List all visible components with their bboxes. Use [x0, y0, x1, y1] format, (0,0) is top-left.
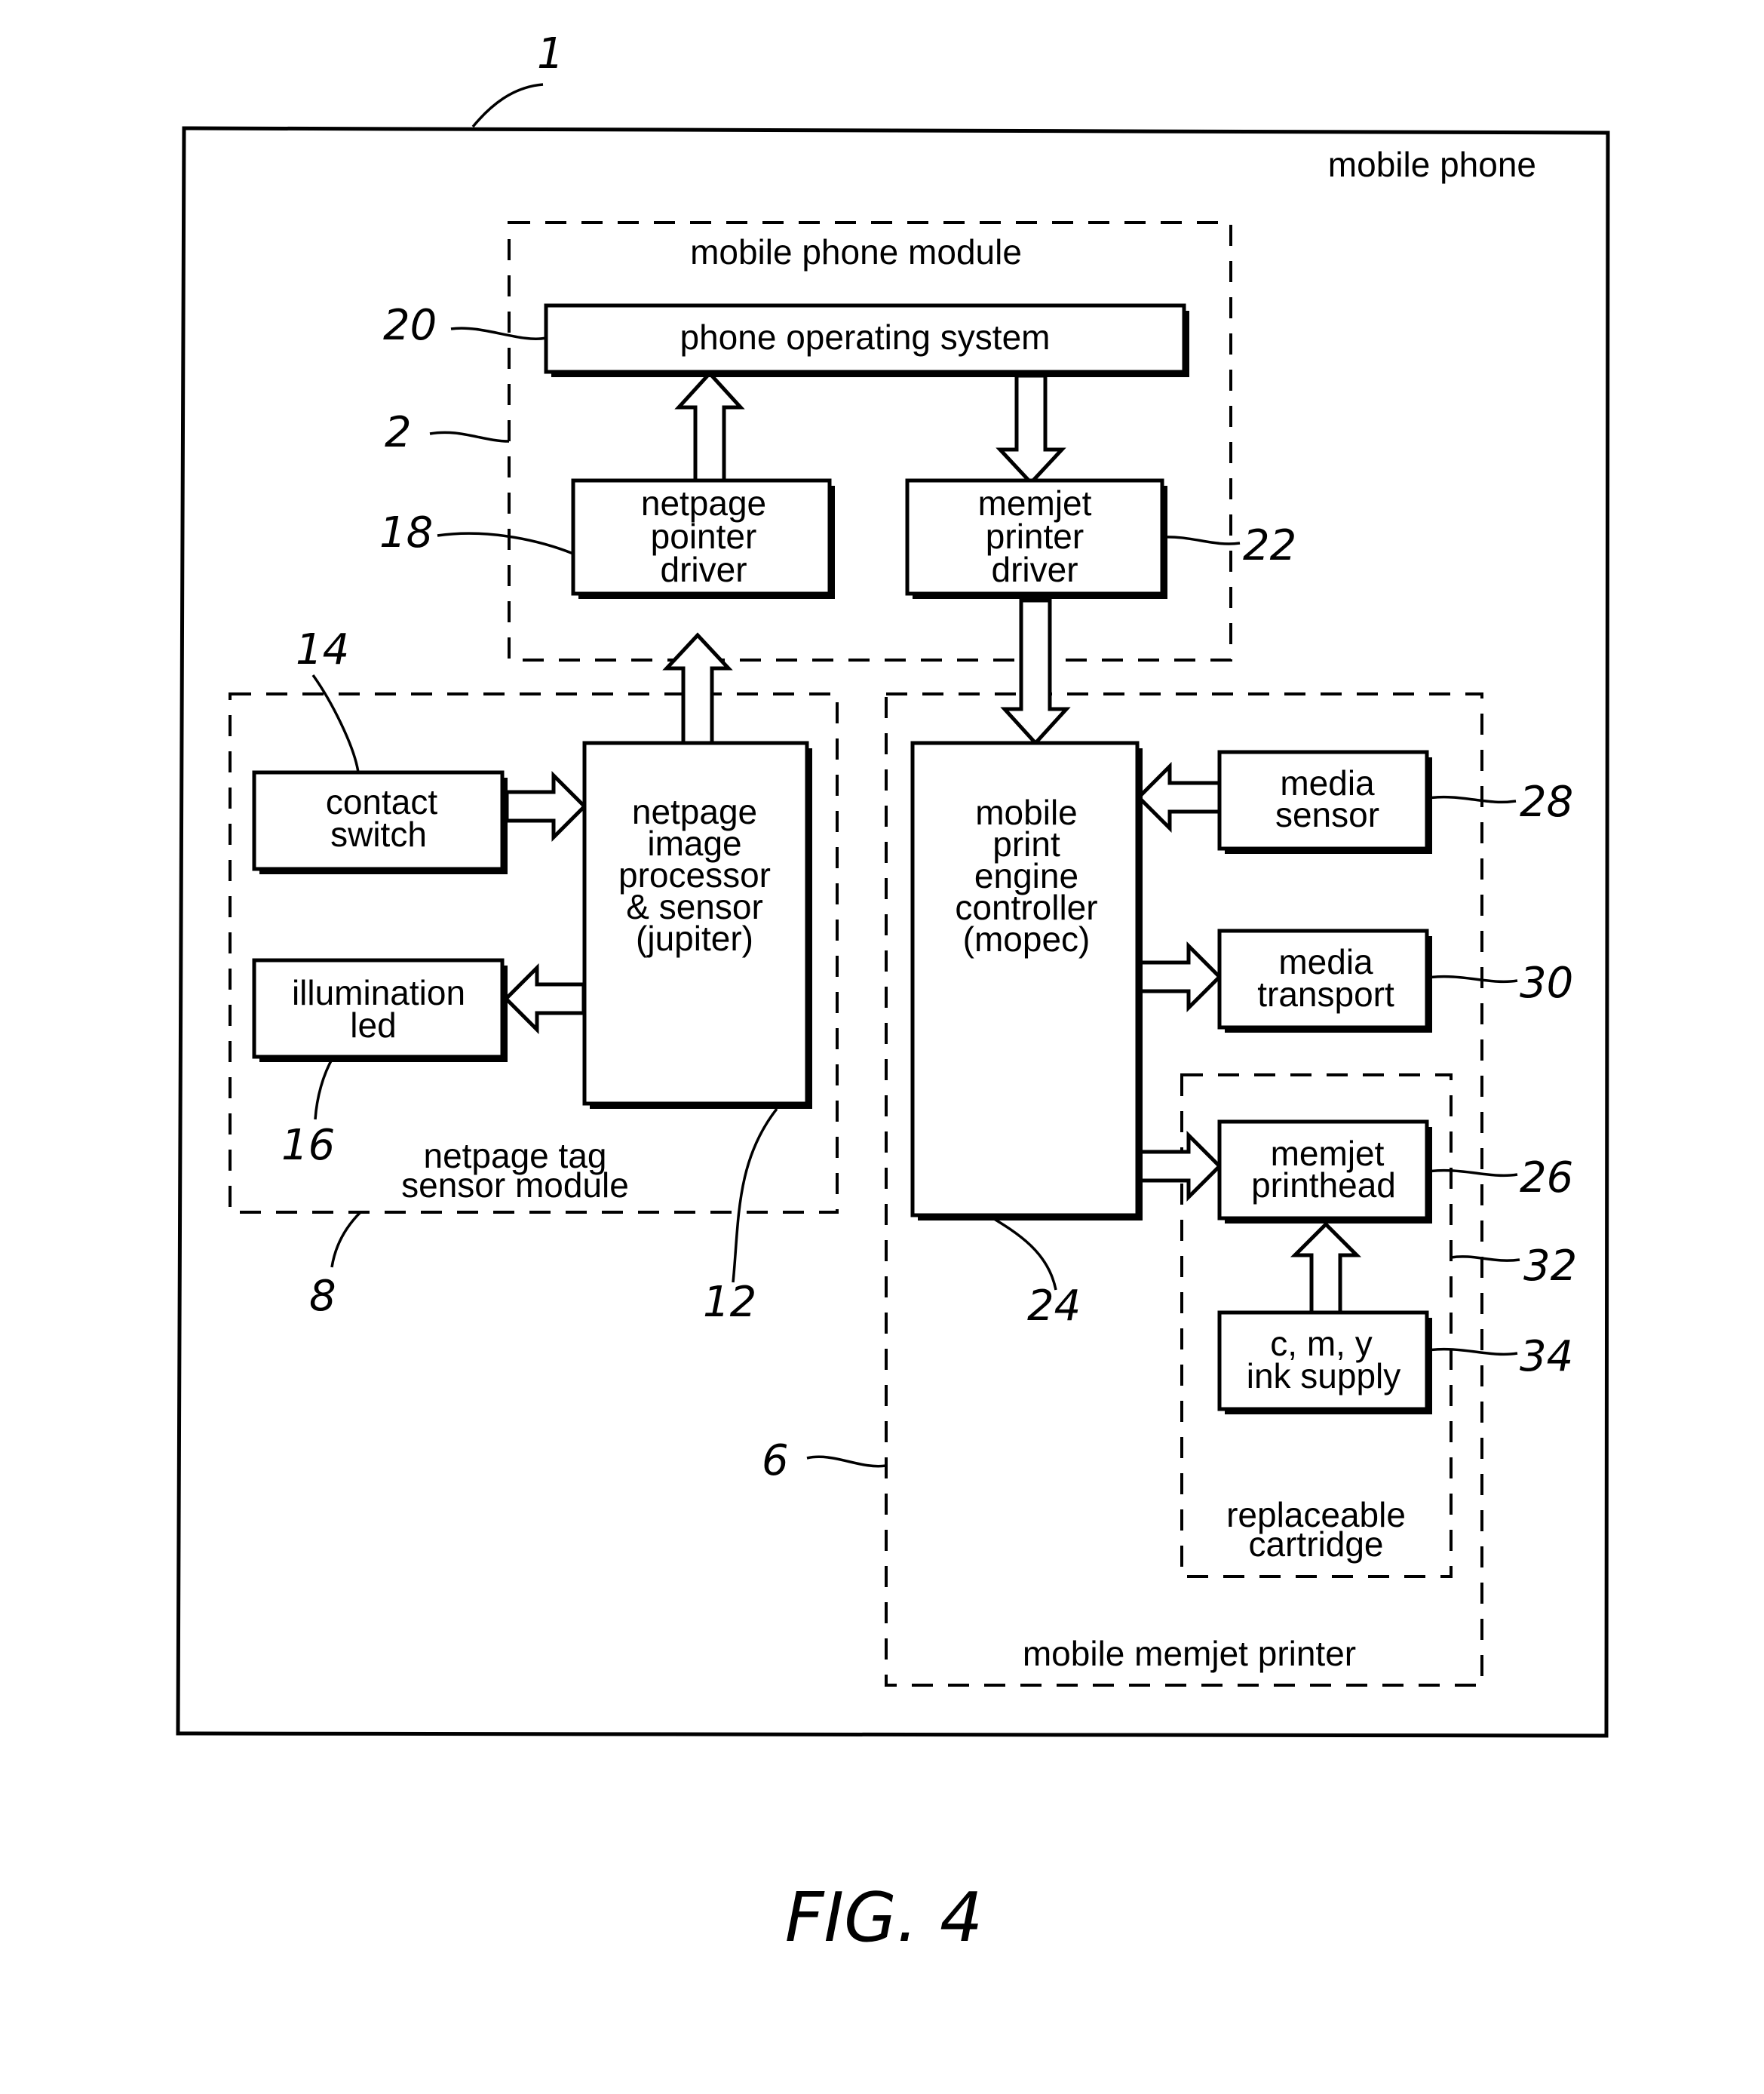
leader-12	[732, 1107, 778, 1283]
tag-sensor-module-label-line-2: sensor module	[401, 1165, 629, 1205]
printhead-block: memjet printhead	[1217, 1119, 1432, 1224]
printer-driver-label-line-2: printer	[986, 517, 1084, 556]
leader-18	[437, 532, 574, 555]
ref-6: 6	[762, 1436, 789, 1485]
ref-22: 22	[1243, 521, 1296, 570]
media-transport-block: media transport	[1217, 929, 1432, 1033]
pointer-driver-label-line-1: netpage	[641, 484, 766, 523]
cartridge-container: replaceable cartridge	[1180, 1073, 1453, 1578]
arrow-ink-to-printhead	[1290, 1221, 1362, 1315]
ref-18: 18	[379, 508, 433, 557]
ref-8: 8	[309, 1272, 336, 1321]
ref-26: 26	[1520, 1153, 1573, 1202]
mopec-label-line-5: (mopec)	[963, 920, 1091, 959]
printhead-label-line-1: memjet	[1271, 1134, 1385, 1173]
pointer-driver-block: netpage pointer driver	[571, 478, 835, 599]
ref-30: 30	[1520, 959, 1573, 1008]
leader-24	[987, 1214, 1057, 1291]
memjet-printer-container: mobile memjet printer	[885, 692, 1483, 1687]
mobile-phone-container: mobile phone	[176, 126, 1610, 1738]
memjet-printer-label: mobile memjet printer	[1023, 1634, 1356, 1673]
mopec-label-line-3: engine	[974, 856, 1078, 895]
leader-1	[471, 83, 544, 128]
image-processor-label-line-4: & sensor	[626, 887, 763, 926]
printhead-label-line-2: printhead	[1251, 1165, 1396, 1205]
contact-switch-block: contact switch	[252, 770, 508, 874]
ref-16: 16	[281, 1121, 335, 1170]
arrow-mopec-to-media-transport	[1138, 941, 1223, 1013]
leader-34	[1426, 1347, 1518, 1356]
mopec-label-line-4: controller	[955, 888, 1097, 927]
ref-1: 1	[537, 29, 564, 78]
tag-sensor-module-label-line-1: netpage tag	[423, 1136, 606, 1175]
ref-12: 12	[703, 1278, 756, 1327]
arrow-switch-to-processor	[505, 770, 587, 843]
leader-16	[314, 1056, 335, 1120]
arrow-media-sensor-to-mopec	[1136, 761, 1222, 834]
mopec-block: mobile print engine controller (mopec)	[910, 741, 1143, 1220]
image-processor-label-line-1: netpage	[632, 792, 757, 831]
mopec-label-line-1: mobile	[975, 793, 1078, 832]
leader-2	[429, 431, 510, 443]
phone-os-block: phone operating system	[544, 303, 1189, 377]
mopec-label-line-2: print	[992, 824, 1060, 864]
arrow-os-to-printer-driver	[996, 373, 1066, 486]
arrow-pointer-to-os	[674, 370, 745, 483]
pointer-driver-label-line-3: driver	[660, 550, 747, 589]
printer-driver-label-line-1: memjet	[978, 484, 1092, 523]
illumination-led-label-line-1: illumination	[292, 973, 465, 1012]
image-processor-label-line-3: processor	[618, 855, 771, 895]
leader-32	[1450, 1255, 1520, 1262]
cartridge-label-line-1: replaceable	[1226, 1495, 1406, 1534]
leader-26	[1426, 1168, 1518, 1177]
arrow-mopec-to-printhead	[1138, 1130, 1223, 1202]
ref-24: 24	[1027, 1282, 1081, 1331]
ink-supply-block: c, m, y ink supply	[1217, 1310, 1432, 1414]
arrow-processor-to-led	[503, 963, 586, 1035]
arrow-printer-driver-to-mopec	[1000, 598, 1071, 746]
leader-8	[330, 1211, 362, 1268]
contact-switch-label-line-1: contact	[326, 782, 438, 821]
contact-switch-label-line-2: switch	[330, 815, 427, 854]
ref-14: 14	[296, 625, 349, 674]
media-sensor-label-line-2: sensor	[1275, 795, 1379, 834]
figure-caption: FIG. 4	[785, 1878, 983, 1957]
image-processor-label-line-2: image	[647, 824, 741, 863]
ref-28: 28	[1520, 778, 1573, 827]
leader-6	[806, 1455, 887, 1468]
leader-28	[1426, 795, 1517, 804]
ink-supply-label-line-2: ink supply	[1247, 1356, 1401, 1395]
media-transport-label-line-1: media	[1278, 942, 1373, 981]
mobile-phone-label: mobile phone	[1328, 145, 1536, 184]
media-sensor-block: media sensor	[1217, 750, 1432, 854]
illumination-led-block: illumination led	[252, 958, 508, 1062]
image-processor-block: netpage image processor & sensor (jupite…	[582, 741, 812, 1109]
phone-os-label: phone operating system	[680, 318, 1051, 357]
arrow-processor-to-pointer	[662, 632, 733, 745]
tag-sensor-module-container: netpage tag sensor module	[229, 692, 839, 1214]
printer-driver-block: memjet printer driver	[905, 478, 1167, 599]
leader-20	[450, 327, 547, 340]
media-sensor-label-line-1: media	[1280, 763, 1375, 803]
mobile-phone-module-label: mobile phone module	[690, 232, 1022, 272]
media-transport-label-line-2: transport	[1257, 975, 1394, 1014]
image-processor-label-line-5: (jupiter)	[636, 919, 753, 958]
ref-32: 32	[1523, 1242, 1577, 1291]
leader-30	[1426, 975, 1518, 984]
ref-2: 2	[385, 408, 412, 457]
ref-34: 34	[1520, 1332, 1573, 1381]
ref-20: 20	[383, 301, 437, 350]
reference-numerals: 1 20 2 18 22 14 16 8 12 24 28 30 26 32 3…	[281, 29, 1577, 1485]
cartridge-label-line-2: cartridge	[1249, 1524, 1384, 1564]
leader-lines	[311, 83, 1520, 1468]
ink-supply-label-line-1: c, m, y	[1270, 1324, 1372, 1363]
leader-14	[311, 674, 360, 773]
pointer-driver-label-line-2: pointer	[651, 517, 757, 556]
printer-driver-label-line-3: driver	[991, 550, 1078, 589]
leader-22	[1161, 536, 1241, 545]
illumination-led-label-line-2: led	[350, 1006, 396, 1045]
